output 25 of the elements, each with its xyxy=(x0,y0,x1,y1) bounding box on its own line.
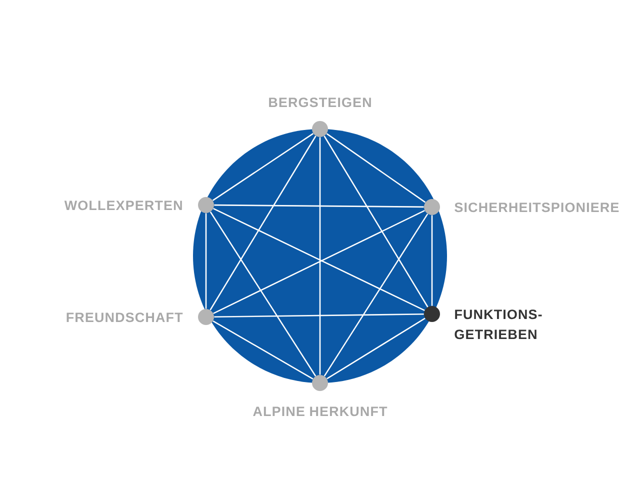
dot-label: BERGSTEIGEN xyxy=(269,98,371,108)
line xyxy=(212,133,314,201)
line xyxy=(214,313,424,318)
line xyxy=(319,137,321,375)
dot-label: ALPINE HERKUNFT xyxy=(253,406,388,416)
dot xyxy=(198,197,214,213)
line xyxy=(205,213,207,309)
line xyxy=(214,204,424,208)
dot xyxy=(312,121,328,137)
dot-label: SICHERHEITSPIONIERE xyxy=(454,202,619,212)
line xyxy=(324,136,428,308)
line xyxy=(210,212,316,376)
dot-label: WOLLEXPERTEN xyxy=(64,200,182,210)
dot xyxy=(198,309,214,325)
dot xyxy=(424,306,440,322)
line xyxy=(210,136,316,310)
dot xyxy=(424,199,440,215)
line xyxy=(326,318,426,380)
dot-label: FREUNDSCHAFT xyxy=(66,312,183,322)
dot xyxy=(312,375,328,391)
line xyxy=(324,214,428,376)
line xyxy=(326,133,426,203)
line xyxy=(212,320,314,380)
line xyxy=(431,215,433,306)
dot-label: FUNKTIONS- GETRIEBEN xyxy=(454,310,542,340)
